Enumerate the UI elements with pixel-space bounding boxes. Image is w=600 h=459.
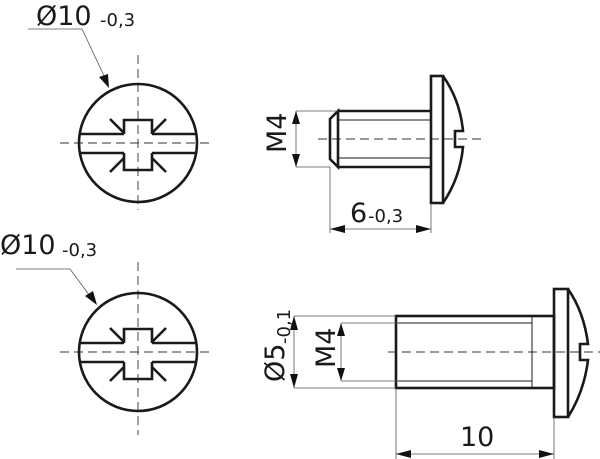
thread-label: M4 (311, 328, 342, 368)
domed-head (441, 75, 465, 204)
diameter-label: Ø10 (36, 1, 92, 32)
length-tolerance-label: -0,3 (368, 206, 403, 227)
bottom-head-view: Ø10 -0,3 (0, 230, 214, 435)
head-flange (552, 287, 570, 419)
tolerance-label: -0,3 (62, 240, 97, 261)
top-head-view: Ø10 -0,3 (28, 1, 214, 210)
tolerance-label: -0,3 (100, 10, 135, 31)
top-screw-side-view: M4 6 -0,3 (262, 74, 485, 233)
head-flange (429, 74, 445, 205)
outer-diameter-label: Ø5 (260, 344, 291, 382)
diameter-label: Ø10 (0, 230, 56, 261)
length-label: 10 (460, 422, 494, 453)
length-label: 6 (350, 198, 367, 229)
outer-diameter-tolerance-label: -0,1 (274, 309, 295, 344)
head-outline (77, 291, 199, 413)
bottom-sleeve-side-view: Ø5 -0,1 M4 10 (260, 287, 600, 459)
cross-recess-icon (122, 118, 154, 172)
head-outline (77, 82, 199, 204)
thread-label: M4 (262, 113, 293, 153)
threaded-shank (328, 107, 431, 171)
cross-recess-icon (122, 327, 154, 381)
domed-head (566, 288, 590, 418)
